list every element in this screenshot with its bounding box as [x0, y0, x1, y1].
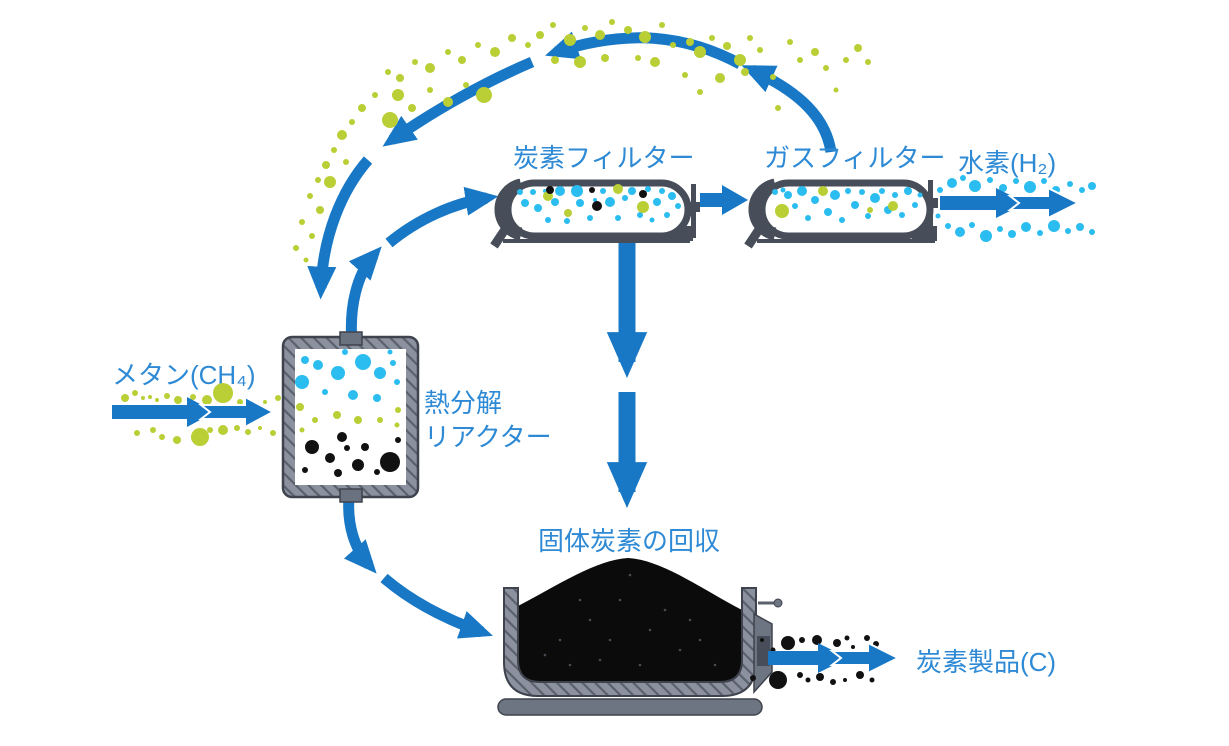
reactor-to-carbon-filter-arrow: [345, 186, 499, 343]
carbon-filter-label: 炭素フィルター: [513, 143, 694, 173]
methane-label: メタン(CH₄): [112, 360, 255, 390]
reactor-bottom-port: [339, 488, 363, 503]
gas-filter: ガスフィルター: [744, 143, 945, 249]
carbon-filter-dots-black: [546, 186, 647, 211]
methane-inlet: メタン(CH₄): [112, 360, 281, 446]
recovery-label: 固体炭素の回収: [538, 526, 720, 556]
reactor-label-line1: 熱分解: [424, 388, 502, 418]
carbon-filter-end-cap: [494, 178, 523, 241]
carbon-filter-dots-green: [543, 184, 649, 217]
gas-filter-dots-green: [775, 186, 898, 218]
container-outlet: [753, 598, 783, 694]
hydrogen-label: 水素(H₂): [958, 148, 1056, 178]
carbon-container: [497, 558, 783, 716]
carbon-filter-dots-cyan: [517, 185, 681, 224]
carbon-pile: [518, 558, 742, 682]
hydrogen-arrow: [940, 186, 1081, 220]
reactor-to-container-arrow: [343, 496, 493, 641]
reactor-top-port: [339, 331, 363, 346]
carbon-product-dots: [750, 635, 879, 689]
container-base: [497, 698, 763, 716]
carbon-filter: 炭素フィルター: [490, 143, 700, 249]
gas-filter-label: ガスフィルター: [764, 143, 945, 173]
reactor-label-line2: リアクター: [424, 422, 552, 452]
gas-filter-dots-cyan: [772, 186, 923, 223]
methane-dots: [121, 383, 281, 446]
recycle-methane-dots: [293, 19, 871, 263]
gas-filter-end-cap: [748, 178, 777, 241]
carbon-product-outlet: 炭素製品(C): [750, 635, 1056, 689]
carbon-pile-speckles: [543, 573, 717, 667]
container-walls: [503, 587, 757, 697]
hydrogen-dots: [935, 175, 1096, 242]
carbon-product-arrow: [768, 641, 901, 675]
pyrolysis-reactor: 熱分解 リアクター: [281, 331, 552, 503]
reactor-methane-dots-green: [296, 403, 401, 433]
filter-to-filter-arrow: [700, 185, 748, 215]
reactor-carbon-dots-black: [302, 432, 401, 477]
reactor-gas-dots-cyan: [295, 349, 400, 402]
carbon-product-label: 炭素製品(C): [916, 647, 1056, 677]
hydrogen-outlet: 水素(H₂): [935, 148, 1096, 242]
methane-arrow: [112, 395, 276, 429]
recycle-loop-arrow: [307, 28, 837, 300]
